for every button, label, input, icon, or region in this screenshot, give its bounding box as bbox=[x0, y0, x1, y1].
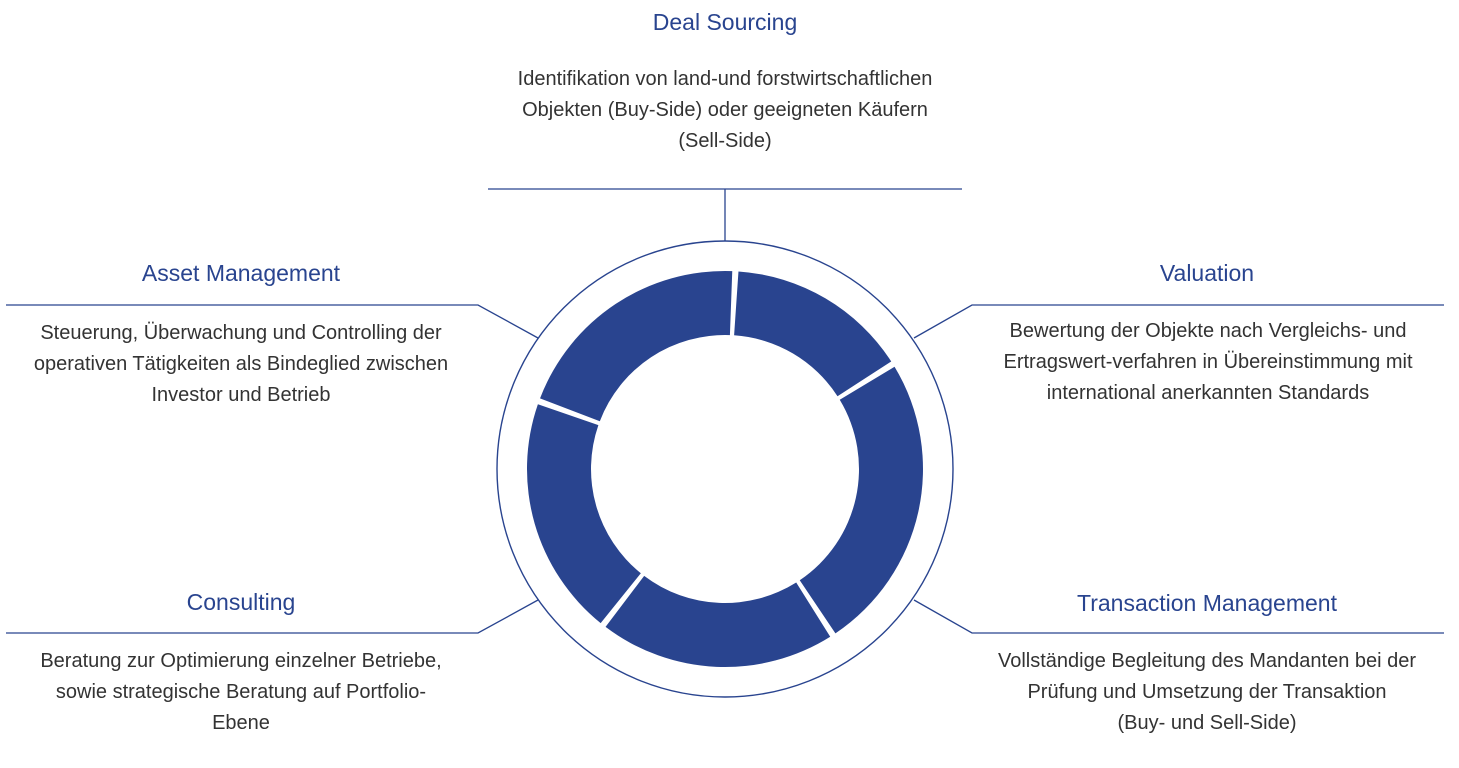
connector-transaction-management bbox=[913, 599, 1444, 634]
ring-segment bbox=[540, 270, 733, 422]
asset-management-line: Investor und Betrieb bbox=[151, 384, 331, 406]
transaction-management-title: Transaction Management bbox=[1077, 590, 1337, 616]
deal-sourcing-line: (Sell-Side) bbox=[678, 130, 772, 152]
ring-segment bbox=[734, 271, 892, 397]
valuation-description: Bewertung der Objekte nach Vergleichs- u… bbox=[966, 316, 1450, 409]
connector-consulting bbox=[6, 599, 539, 634]
asset-management-line: Steuerung, Überwachung und Controlling d… bbox=[40, 322, 442, 344]
ring-segment bbox=[526, 404, 641, 624]
valuation-line: Ertragswert-verfahren in Übereinstimmung… bbox=[1003, 351, 1413, 373]
transaction-management-line: Vollständige Begleitung des Mandanten be… bbox=[997, 650, 1417, 672]
asset-management-line: operativen Tätigkeiten als Bindeglied zw… bbox=[33, 353, 449, 375]
ring-segment bbox=[799, 366, 923, 634]
deal-sourcing-title: Deal Sourcing bbox=[652, 9, 798, 35]
ring-segment bbox=[605, 575, 831, 668]
transaction-management-description: Vollständige Begleitung des Mandanten be… bbox=[960, 646, 1454, 739]
consulting-line: Beratung zur Optimierung einzelner Betri… bbox=[40, 650, 442, 672]
deal-sourcing-description: Identifikation von land-und forstwirtsch… bbox=[448, 64, 1002, 157]
transaction-management-line: Prüfung und Umsetzung der Transaktion bbox=[1027, 681, 1387, 703]
connector-lines bbox=[6, 188, 1444, 634]
deal-sourcing-line: Objekten (Buy-Side) oder geeigneten Käuf… bbox=[522, 99, 928, 121]
consulting-title: Consulting bbox=[186, 589, 296, 615]
valuation-title: Valuation bbox=[1159, 260, 1255, 286]
valuation-line: Bewertung der Objekte nach Vergleichs- u… bbox=[1009, 320, 1407, 342]
asset-management-description: Steuerung, Überwachung und Controlling d… bbox=[0, 318, 482, 411]
ring-segments bbox=[526, 270, 923, 668]
transaction-management-line: (Buy- und Sell-Side) bbox=[1117, 712, 1297, 734]
deal-sourcing-line: Identifikation von land-und forstwirtsch… bbox=[517, 68, 933, 90]
valuation-line: international anerkannten Standards bbox=[1046, 382, 1370, 404]
consulting-description: Beratung zur Optimierung einzelner Betri… bbox=[0, 646, 482, 739]
consulting-line: Ebene bbox=[212, 712, 270, 734]
asset-management-title: Asset Management bbox=[141, 260, 341, 286]
connector-valuation bbox=[913, 304, 1444, 339]
connector-asset-management bbox=[6, 304, 539, 339]
connector-deal-sourcing bbox=[488, 188, 962, 241]
consulting-line: sowie strategische Beratung auf Portfoli… bbox=[55, 681, 427, 703]
outer-ring-outline bbox=[496, 240, 954, 698]
